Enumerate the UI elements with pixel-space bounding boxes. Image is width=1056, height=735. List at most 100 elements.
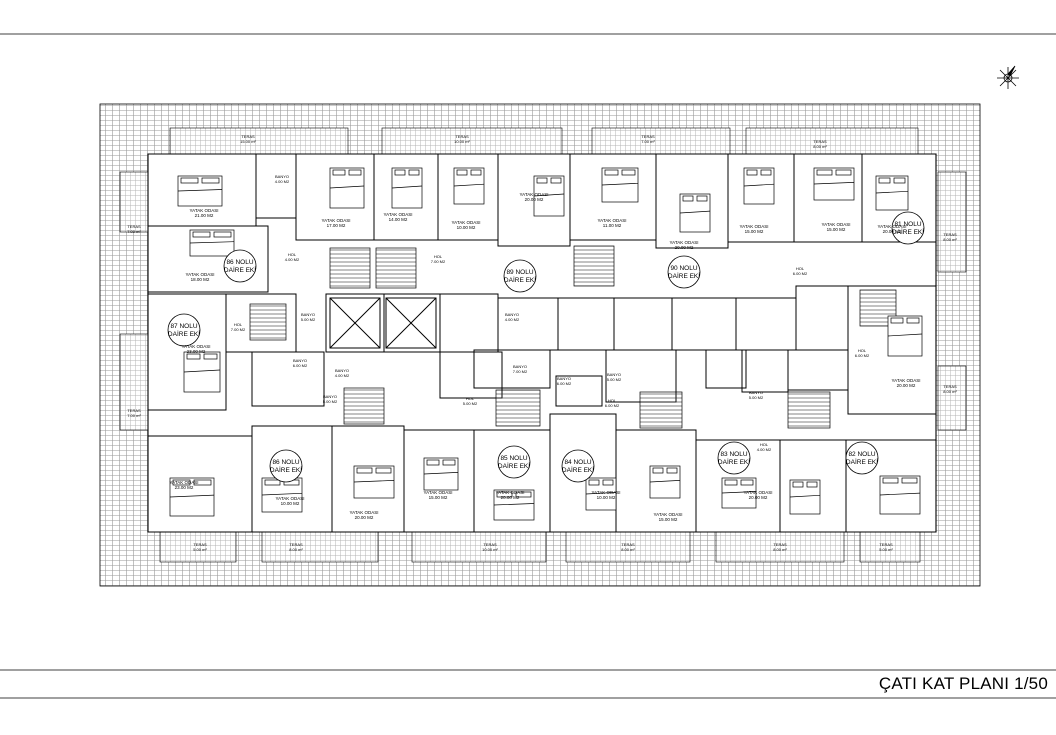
room-name: YATAK ODASI <box>451 220 480 225</box>
beds <box>169 167 923 521</box>
terrace-area: 8.00 m² <box>943 389 957 394</box>
unit-number: 86 NOLU <box>226 259 253 266</box>
bed-icon <box>679 193 711 233</box>
unit-number: 81 NOLU <box>894 221 921 228</box>
small-room-name: BANYO <box>301 312 315 317</box>
bed-icon <box>329 167 365 209</box>
terrace-area: 5.00 m² <box>193 547 207 552</box>
bed-icon <box>423 457 459 491</box>
room-area: 21.00 M2 <box>195 213 214 218</box>
room-name: YATAK ODASI <box>321 218 350 223</box>
room-name: YATAK ODASI <box>423 490 452 495</box>
terrace-area: 10.00 m² <box>454 139 470 144</box>
unit-number: 85 NOLU <box>500 455 527 462</box>
bed-icon <box>887 315 923 357</box>
terrace-name: TERAS <box>773 542 787 547</box>
room-name: YATAK ODASI <box>383 212 412 217</box>
terrace-area: 8.00 m² <box>773 547 787 552</box>
terrace-area: 7.00 m² <box>127 229 141 234</box>
small-room-name: HOL <box>796 266 805 271</box>
terrace-area: 7.00 m² <box>641 139 655 144</box>
bed-icon <box>813 167 855 201</box>
elevator-shafts <box>329 297 437 349</box>
terrace-area: 10.00 m² <box>482 547 498 552</box>
small-room-name: BANYO <box>607 372 621 377</box>
room-name: YATAK ODASI <box>743 490 772 495</box>
terrace-area: 8.00 m² <box>943 237 957 242</box>
small-room-name: BANYO <box>335 368 349 373</box>
unit-subtitle: DAİRE EKİ <box>498 461 530 470</box>
small-room-area: 4.00 M2 <box>285 257 300 262</box>
small-room-area: 4.00 M2 <box>275 179 290 184</box>
room-name: YATAK ODASI <box>181 344 210 349</box>
bed-icon <box>879 475 921 515</box>
small-room-area: 4.00 M2 <box>757 447 772 452</box>
room-area: 18.00 M2 <box>191 277 210 282</box>
small-room-name: HOL <box>466 396 475 401</box>
small-room-area: 7.00 M2 <box>513 369 528 374</box>
terrace-name: TERAS <box>127 224 141 229</box>
unit-number: 90 NOLU <box>670 265 697 272</box>
room-area: 10.00 M2 <box>597 495 616 500</box>
terrace-area: 15.00 m² <box>240 139 256 144</box>
room-name: YATAK ODASI <box>185 272 214 277</box>
room-name: YATAK ODASI <box>275 496 304 501</box>
bed-icon <box>189 229 235 257</box>
small-room-area: 7.00 M2 <box>231 327 246 332</box>
unit-number: 83 NOLU <box>720 451 747 458</box>
terrace-area: 8.00 m² <box>289 547 303 552</box>
small-room-name: BANYO <box>557 376 571 381</box>
unit-number: 86 NOLU <box>272 459 299 466</box>
room-area: 20.00 M2 <box>675 245 694 250</box>
terraces <box>119 127 967 563</box>
room-name: YATAK ODASI <box>597 218 626 223</box>
terrace-name: TERAS <box>621 542 635 547</box>
small-room-area: 4.00 M2 <box>335 373 350 378</box>
terrace-name: TERAS <box>127 408 141 413</box>
small-room-area: 7.00 M2 <box>431 259 446 264</box>
unit-subtitle: DAİRE EKİ <box>892 227 924 236</box>
terrace-area: 8.00 m² <box>813 144 827 149</box>
room-name: YATAK ODASI <box>653 512 682 517</box>
small-room-area: 5.00 M2 <box>463 401 478 406</box>
unit-number: 84 NOLU <box>564 459 591 466</box>
small-room-area: 5.00 M2 <box>749 395 764 400</box>
terrace-name: TERAS <box>241 134 255 139</box>
bed-icon <box>585 477 617 511</box>
bed-icon <box>353 465 395 499</box>
small-room-area: 5.00 M2 <box>607 377 622 382</box>
terrace-name: TERAS <box>943 232 957 237</box>
north-arrow-icon <box>997 65 1019 89</box>
unit-number: 89 NOLU <box>506 269 533 276</box>
room-name: YATAK ODASI <box>169 480 198 485</box>
room-area: 17.00 M2 <box>327 223 346 228</box>
room-area: 10.00 M2 <box>457 225 476 230</box>
bed-icon <box>875 175 909 211</box>
room-area: 14.00 M2 <box>389 217 408 222</box>
bed-icon <box>789 479 821 515</box>
bed-icon <box>743 167 775 205</box>
terrace-area: 5.00 m² <box>879 547 893 552</box>
terrace-area: 8.00 m² <box>621 547 635 552</box>
small-room-name: HOL <box>608 398 617 403</box>
bed-icon <box>391 167 423 209</box>
walls <box>147 153 937 533</box>
room-name: YATAK ODASI <box>495 490 524 495</box>
small-room-name: BANYO <box>323 394 337 399</box>
room-name: YATAK ODASI <box>669 240 698 245</box>
unit-subtitle: DAİRE EKİ <box>270 465 302 474</box>
room-area: 15.00 M2 <box>745 229 764 234</box>
bed-icon <box>261 477 303 513</box>
room-area: 15.00 M2 <box>827 227 846 232</box>
bed-icon <box>533 175 565 217</box>
terrace-name: TERAS <box>879 542 893 547</box>
room-name: YATAK ODASI <box>349 510 378 515</box>
